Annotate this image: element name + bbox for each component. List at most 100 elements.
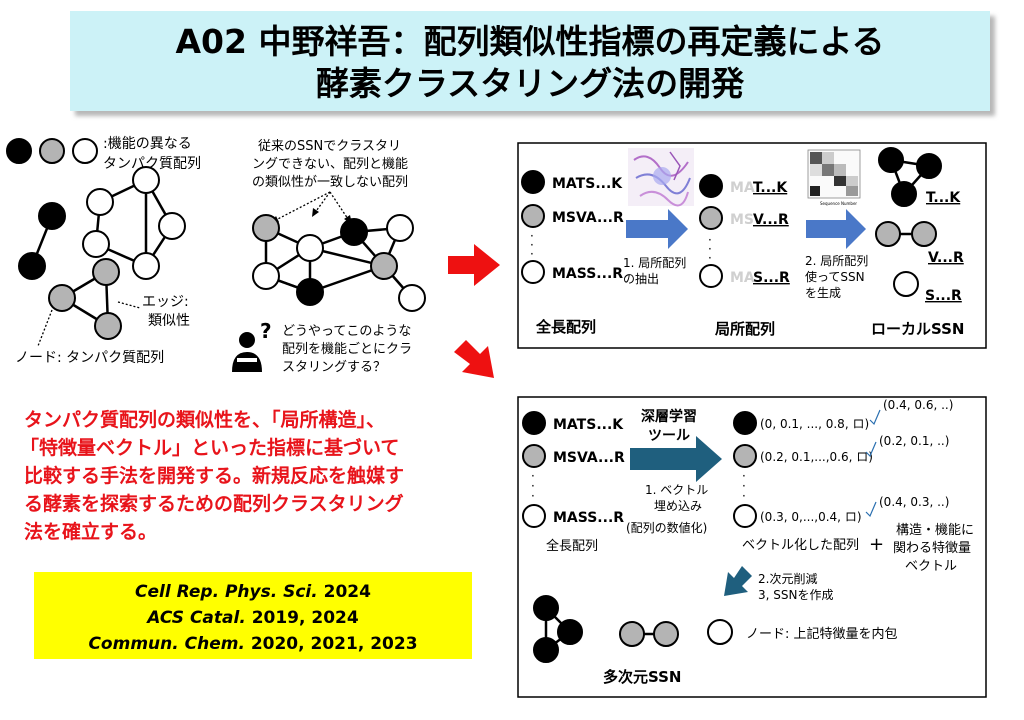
red-arrow-right: [448, 244, 500, 286]
blue-arrow-step1: [626, 209, 688, 249]
summary-line-4: る酵素を探索するための配列クラスタリング: [24, 492, 404, 515]
node-black: [916, 153, 942, 179]
vertical-dots: ·: [742, 479, 746, 493]
title-banner: [70, 11, 990, 111]
summary-text: タンパク質配列の類似性を、「局所構造」、 「特徴量ベクトル」といった指標に基づい…: [20, 408, 404, 543]
reference-2-journal: ACS Catal.: [145, 608, 246, 628]
embed-line-3: (配列の数値化): [626, 520, 707, 535]
node-gray: [94, 312, 122, 340]
node-black: [733, 411, 757, 435]
embed-line-2: 埋め込み: [654, 499, 702, 513]
multidim-ssn-label: 多次元SSN: [603, 668, 682, 686]
teal-arrow-embed: [630, 436, 722, 482]
seq-full-1: MATS...K: [552, 176, 623, 192]
node-gray: [48, 284, 76, 312]
embed-line-1: 1. ベクトル: [645, 483, 708, 497]
node-gray: [619, 621, 645, 647]
local-ghost-3: MA: [730, 270, 755, 286]
node-white: [699, 264, 723, 288]
edge-label-2: 類似性: [148, 313, 190, 329]
middle-caption-2: ングできない、配列と機能: [252, 157, 408, 172]
local-ssn-panel: [517, 142, 987, 349]
reference-1: Cell Rep. Phys. Sci. 2024: [135, 582, 371, 602]
tool-label-1: 深層学習: [641, 408, 697, 425]
left-graph-nodes: [18, 166, 186, 340]
seq-full-3: MASS...R: [552, 266, 623, 282]
similarity-heatmap: Sequence Number: [807, 149, 861, 206]
summary-line-2: 「特徴量ベクトル」といった指標に基づいて: [20, 436, 399, 459]
reference-3-journal: Commun. Chem.: [88, 634, 244, 654]
ssn-seq-3: S...R: [925, 288, 962, 304]
step1-line2: の抽出: [623, 272, 659, 286]
step2-line3: を生成: [805, 286, 841, 300]
edge-label-1: エッジ:: [142, 294, 189, 310]
node-white: [707, 619, 733, 645]
reference-1-years: 2024: [318, 582, 371, 602]
question-line-2: 配列を機能ごとにクラ: [282, 341, 412, 357]
protein-structure-image: [628, 148, 694, 207]
node-black: [891, 181, 917, 207]
reference-2-years: 2019, 2024: [246, 608, 359, 628]
node-label: ノード: タンパク質配列: [15, 350, 164, 366]
local-seq-1: T...K: [753, 180, 788, 196]
vertical-dots: ·: [708, 251, 712, 265]
vertical-dots: ·: [742, 489, 746, 503]
reference-2: ACS Catal. 2019, 2024: [145, 608, 359, 628]
node-black: [522, 411, 546, 435]
node-black: [557, 619, 583, 645]
vector-3: (0.3, 0,...,0.4, ロ): [760, 510, 862, 524]
local-ghost-1: MA: [730, 180, 755, 196]
legend-white-node: [72, 138, 98, 164]
node-black: [533, 595, 559, 621]
vertical-dots: ·: [530, 238, 534, 252]
node-white: [522, 504, 546, 528]
reduce-line-2: 3, SSNを作成: [758, 588, 833, 602]
thinking-person-icon: [232, 332, 262, 372]
red-arrow-diagonal: [454, 340, 494, 378]
summary-line-3: 比較する手法を開発する。新規反応を触媒す: [24, 464, 404, 487]
heatmap-xlabel: Sequence Number: [820, 201, 857, 206]
node-gray: [92, 258, 120, 286]
feature-2: (0.2, 0.1, ..): [879, 434, 949, 448]
feature-connectors: [865, 409, 881, 518]
middle-caption-3: の類似性が一致しない配列: [252, 175, 408, 190]
feature-3: (0.4, 0.3, ..): [879, 495, 949, 509]
local-ghost-2: MS: [730, 212, 754, 228]
reduce-line-1: 2.次元削減: [758, 571, 817, 586]
ssn-seq-2: V...R: [928, 250, 964, 266]
node-black: [296, 278, 324, 306]
node-black: [340, 218, 368, 246]
node-white: [132, 252, 160, 280]
node-white: [86, 188, 114, 216]
question-line-3: スタリングする？: [282, 360, 386, 375]
node-white: [521, 260, 545, 284]
legend-black-node: [6, 138, 32, 164]
node-white: [296, 234, 324, 262]
vertical-dots: ·: [530, 247, 534, 261]
tool-label-2: ツール: [648, 428, 690, 444]
node-gray: [252, 214, 280, 242]
reference-3-years: 2020, 2021, 2023: [245, 634, 418, 654]
vector-1: (0, 0.1, ..., 0.8, ロ): [760, 417, 869, 431]
middle-caption-1: 従来のSSNでクラスタリ: [258, 139, 401, 154]
vector-2: (0.2, 0.1,...,0.6, ロ): [760, 450, 873, 464]
caption-pointers: [271, 191, 351, 223]
node-gray: [733, 444, 757, 468]
vertical-dots: ·: [531, 469, 535, 483]
summary-line-1: タンパク質配列の類似性を、「局所構造」、: [24, 408, 385, 431]
vertical-dots: ·: [742, 469, 746, 483]
vertical-dots: ·: [531, 489, 535, 503]
step2-line1: 2. 局所配列: [805, 254, 868, 268]
node-white: [158, 212, 186, 240]
local-seq-label: 局所配列: [714, 320, 775, 338]
ssn-seq-1: T...K: [926, 190, 961, 206]
legend-text-2: タンパク質配列: [103, 156, 201, 172]
feature-label-3: ベクトル: [905, 559, 957, 574]
full-seq-label: 全長配列: [535, 318, 596, 336]
node-gray: [522, 444, 546, 468]
node-black: [878, 147, 904, 173]
feature-1: (0.4, 0.6, ..): [883, 398, 953, 412]
vec-seq-2: MSVA...R: [553, 450, 625, 466]
vertical-dots: ·: [530, 229, 534, 243]
vec-seq-1: MATS...K: [553, 417, 624, 433]
